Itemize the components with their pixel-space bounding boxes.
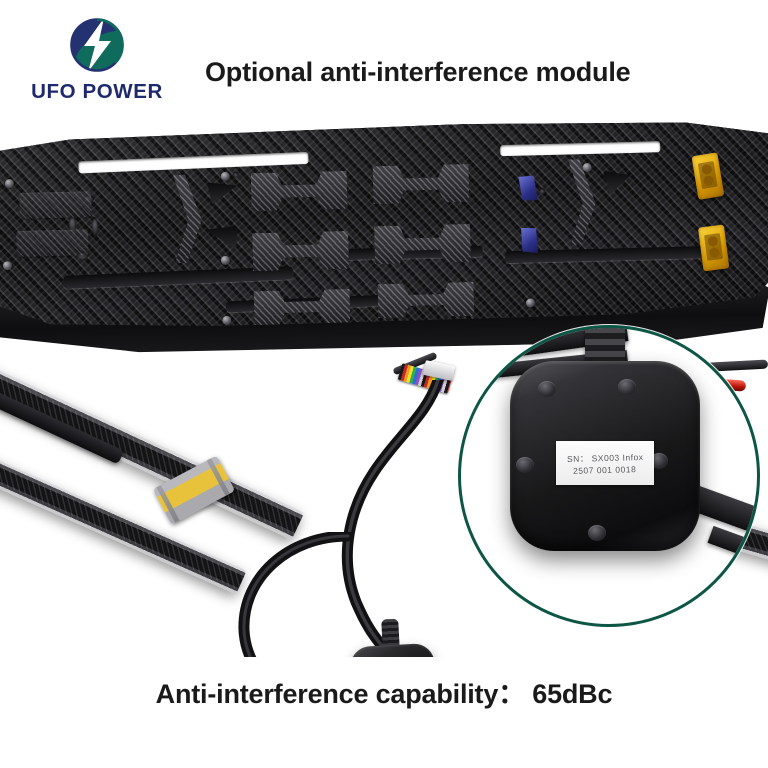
module-bolt-top-left — [538, 381, 556, 397]
xt60-connector-top — [692, 152, 725, 200]
deck-screw-7 — [583, 163, 592, 172]
deck-web-bone-2 — [252, 231, 349, 271]
deck-hole-g — [539, 188, 545, 194]
module-cable — [341, 380, 444, 650]
deck-mount-plate-upper — [19, 191, 92, 219]
magnified-module: SN： SX003 Infox 2507 001 0018 — [510, 328, 700, 551]
deck-web-bone-1 — [251, 171, 348, 211]
module-bolt-top-right — [618, 379, 636, 395]
magnifier-callout: SN： SX003 Infox 2507 001 0018 — [458, 325, 760, 627]
module-serial-line-2: 2507 001 0018 — [573, 463, 637, 476]
deck-cutout-tri-1 — [207, 182, 238, 205]
deck-mount-plate-lower — [16, 229, 89, 257]
deck-screw-1 — [5, 179, 14, 188]
deck-screw-2 — [221, 172, 230, 181]
page-title: Optional anti-interference module — [205, 57, 631, 87]
frame-deck-plate — [0, 116, 768, 331]
deck-slot-top — [78, 152, 308, 174]
module-cable-service-loop — [238, 532, 354, 657]
callout-content: SN： SX003 Infox 2507 001 0018 — [461, 328, 757, 624]
header: UFO POWER Optional anti-interference mod… — [0, 0, 768, 112]
deck-screw-5 — [3, 261, 12, 270]
deck-cutout-tri-2 — [206, 226, 239, 251]
ufo-power-bolt-circle-logo-icon — [64, 12, 130, 78]
module-bolt-bottom — [588, 525, 606, 541]
callout-bg-arm-right2 — [707, 525, 757, 595]
deck-web-bone-4 — [373, 164, 470, 204]
module-serial-line-1: SN： SX003 Infox — [566, 451, 644, 464]
deck-screw-4 — [222, 316, 231, 325]
xt60-connector-bottom — [698, 224, 729, 271]
deck-cutout-tri-3 — [603, 170, 632, 195]
product-photo: SN： SX003 Infox 2507 001 0018 — [0, 112, 768, 657]
deck-hole-e — [233, 172, 239, 178]
deck-chevron-right — [554, 159, 596, 246]
magnified-module-body: SN： SX003 Infox 2507 001 0018 — [510, 361, 700, 551]
deck-screw-3 — [221, 256, 230, 265]
caption-anti-interference-capability: Anti-interference capability： 65dBc — [155, 679, 613, 709]
deck-web-bone-6 — [377, 282, 474, 318]
module-serial-label: SN： SX003 Infox 2507 001 0018 — [556, 441, 654, 485]
brand-lockup: UFO POWER — [16, 12, 178, 104]
blue-signal-connector-1 — [515, 172, 541, 204]
deck-web-bone-3 — [254, 289, 351, 325]
deck-slot-top-right — [500, 141, 660, 156]
module-bolt-left — [516, 457, 534, 473]
module-bolt-right — [650, 453, 668, 469]
deck-hole-c — [92, 217, 98, 237]
deck-chevron-left — [159, 174, 203, 263]
deck-screw-6 — [526, 298, 535, 307]
deck-web-bone-5 — [374, 224, 471, 264]
brand-name: UFO POWER — [31, 80, 163, 103]
